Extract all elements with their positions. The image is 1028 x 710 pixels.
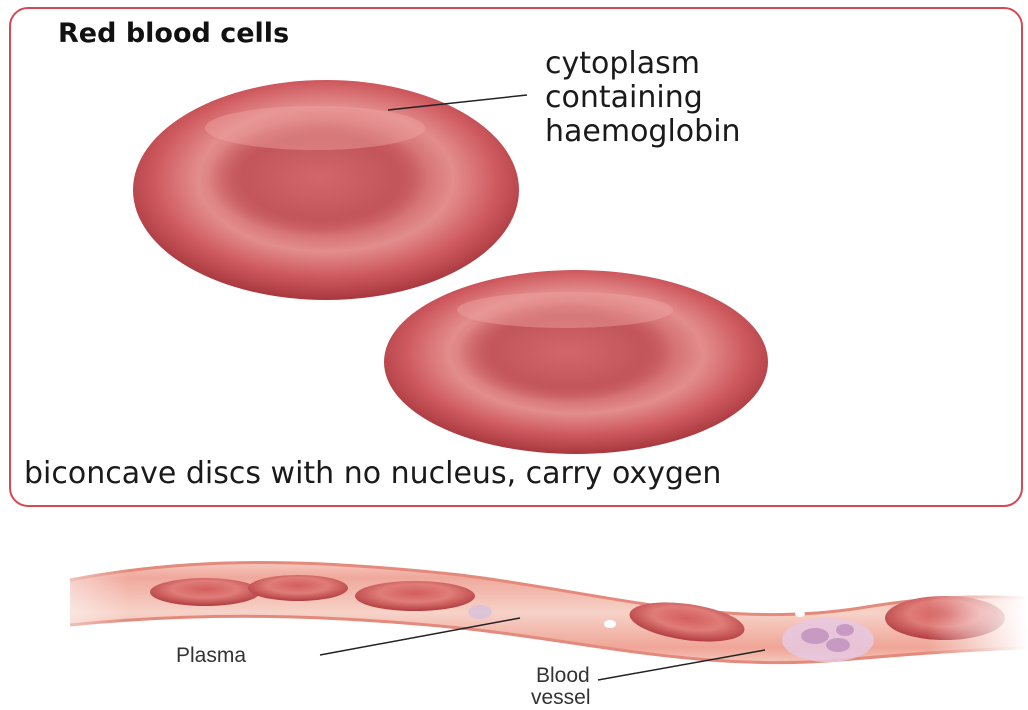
vessel-cell	[355, 581, 475, 611]
vessel-cell	[150, 578, 260, 606]
panel-title: Red blood cells	[58, 18, 289, 49]
blood-vessel-label-line-1: Blood	[536, 664, 590, 687]
blood-vessel-label-line-2: vessel	[531, 686, 591, 709]
callout-line-3: haemoglobin	[545, 114, 741, 149]
callout-line-1: cytoplasm	[545, 46, 700, 81]
callout-line-2: containing	[545, 80, 703, 115]
red-blood-cell-lower	[384, 270, 768, 454]
platelet	[468, 605, 492, 619]
plasma-label: Plasma	[176, 644, 246, 667]
red-blood-cell-upper	[133, 80, 519, 300]
platelet	[604, 620, 616, 628]
panel-caption: biconcave discs with no nucleus, carry o…	[24, 456, 721, 491]
platelet	[795, 611, 805, 617]
white-blood-cell	[782, 618, 874, 662]
blood-vessel	[0, 540, 1028, 680]
vessel-cell	[248, 575, 348, 601]
